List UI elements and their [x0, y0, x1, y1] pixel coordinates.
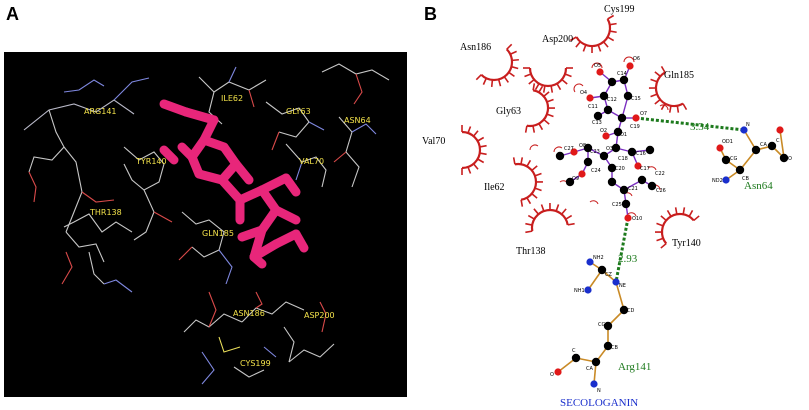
atom-asn64-o: O	[788, 156, 792, 162]
atom-c18: C18	[618, 156, 628, 162]
residue-tyr140: Tyr140	[672, 238, 701, 249]
atom-c12: C12	[607, 97, 617, 103]
hydrogen-bonds	[614, 116, 745, 283]
panel-a-svg: ARG141 ILE62 GLY63 ASN64 TYR140 VAL70 TH…	[23, 63, 390, 385]
panel-a-label: A	[6, 4, 19, 24]
atom-c13: C13	[592, 120, 602, 126]
residue-gln185: Gln185	[664, 70, 694, 81]
ligand-name: SECOLOGANIN	[560, 397, 638, 409]
residue-ile62: Ile62	[484, 182, 505, 193]
atom-asn64-cg: CG	[730, 156, 737, 162]
atom-o6: O6	[633, 56, 640, 62]
atom-c17: C17	[640, 166, 650, 172]
label-cys199: CYS199	[240, 359, 271, 368]
hbond-distance-arg141: 2.93	[618, 253, 638, 265]
residue-val70: Val70	[422, 136, 445, 147]
atom-c20: C20	[615, 166, 625, 172]
atom-asn64-c: C	[776, 138, 780, 144]
atom-o5: O5	[594, 63, 601, 69]
atom-asn64-nd2: ND2	[712, 178, 723, 184]
residue-labels: Cys199 Asn186 Asp200 Gln185 Gly63 Val70 …	[422, 4, 773, 373]
residue-asn186: Asn186	[460, 42, 491, 53]
residue-cys199: Cys199	[604, 4, 635, 15]
atom-c21: C21	[628, 186, 638, 192]
label-gln185: GLN185	[202, 229, 234, 238]
residue-thr138: Thr138	[516, 246, 545, 257]
atom-o1: O1	[620, 132, 627, 138]
atom-arg141-cb: CB	[611, 345, 618, 351]
atom-c16: C16	[636, 151, 646, 157]
label-tyr140: TYR140	[135, 157, 167, 166]
atom-asn64-n: N	[746, 122, 750, 128]
panel-b-label: B	[424, 4, 437, 24]
atom-arg141-nh2: NH2	[593, 255, 604, 261]
label-asn64: ASN64	[344, 116, 371, 125]
atom-asn64-od1: OD1	[722, 139, 733, 145]
hydrophobic-contacts	[460, 14, 701, 250]
atom-arg141-n: N	[597, 388, 601, 394]
secologanin-ligand-sticks	[159, 99, 309, 269]
atom-c14: C14	[617, 71, 627, 77]
atom-arg141-ca: CA	[586, 366, 593, 372]
residue-wireframes	[23, 63, 390, 385]
residue-asn64: Asn64	[744, 180, 773, 192]
atom-c27: C27	[564, 146, 574, 152]
atom-arg141-cz: CZ	[605, 272, 612, 278]
atom-labels: O5 O6 C14 O4 C12 C15 C11 C13 O7 C19 O2 O…	[550, 56, 792, 394]
atom-c24: C24	[591, 168, 601, 174]
label-arg141: ARG141	[84, 107, 117, 116]
panel-a-3d-view: ARG141 ILE62 GLY63 ASN64 TYR140 VAL70 TH…	[4, 52, 407, 397]
atom-c15: C15	[631, 96, 641, 102]
atom-asn64-ca: CA	[760, 142, 767, 148]
atom-c25: C25	[612, 202, 622, 208]
atom-c23: C23	[590, 149, 600, 155]
atom-c19: C19	[630, 124, 640, 130]
atom-o7: O7	[640, 111, 647, 117]
residue-atoms	[554, 126, 789, 388]
atom-arg141-cg: CG	[598, 322, 605, 328]
atom-c22: C22	[655, 171, 665, 177]
atom-c11: C11	[588, 104, 598, 110]
atom-o8: O8	[579, 143, 586, 149]
atom-o9: O9	[572, 176, 579, 182]
label-gly63: GLY63	[286, 107, 311, 116]
label-asp200: ASP200	[304, 311, 335, 320]
atom-c26: C26	[656, 188, 666, 194]
atom-arg141-cd: CD	[627, 308, 634, 314]
atom-arg141-nh1: NH1	[574, 288, 585, 294]
ligand-atoms	[555, 62, 657, 222]
label-asn186: ASN186	[233, 309, 265, 318]
panel-b-svg: O5 O6 C14 O4 C12 C15 C11 C13 O7 C19 O2 O…	[422, 4, 792, 409]
atom-arg141-ne: NE	[619, 283, 626, 289]
atom-asn64-cb: CB	[742, 176, 749, 182]
atom-o2: O2	[600, 128, 607, 134]
residue-asp200: Asp200	[542, 34, 573, 45]
label-thr138: THR138	[89, 208, 122, 217]
atom-arg141-o: O	[550, 372, 554, 378]
atom-o10: O10	[632, 216, 642, 222]
label-ile62: ILE62	[221, 94, 243, 103]
panel-b-interaction-map: O5 O6 C14 O4 C12 C15 C11 C13 O7 C19 O2 O…	[412, 0, 809, 410]
atom-o3: O3	[606, 146, 613, 152]
atom-arg141-c: C	[572, 348, 576, 354]
panel-a-labels: ARG141 ILE62 GLY63 ASN64 TYR140 VAL70 TH…	[84, 94, 371, 368]
label-val70: VAL70	[299, 157, 324, 166]
residue-arg141: Arg141	[618, 361, 651, 373]
atom-o4: O4	[580, 90, 587, 96]
hbond-distance-asn64: 3.34	[690, 121, 710, 133]
residue-gly63: Gly63	[496, 106, 521, 117]
